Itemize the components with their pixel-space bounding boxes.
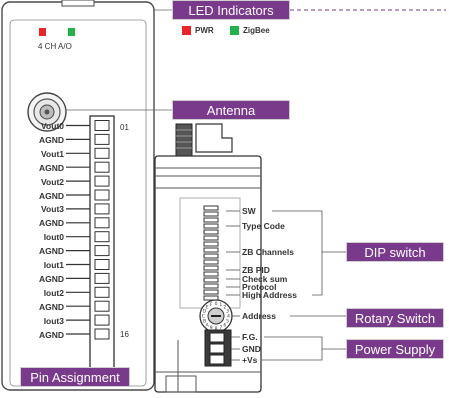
- legend-pwr-label: PWR: [195, 26, 214, 35]
- pin-label: Vout1: [41, 148, 64, 159]
- rotary-digit: 0: [215, 301, 218, 307]
- dip-switch-slot: [203, 295, 219, 301]
- pin-label: AGND: [38, 218, 64, 229]
- callout-dip-switch: DIP switch: [346, 242, 444, 262]
- rotary-digit: 8: [215, 326, 218, 332]
- dip-switch-slot: [203, 235, 219, 241]
- terminal-screw: [94, 203, 110, 215]
- callout-power-supply: Power Supply: [346, 339, 444, 359]
- dip-label-high-address: High Address: [242, 290, 297, 300]
- dip-label-protocol: Protocol: [242, 282, 277, 292]
- zigbee-led-icon: [68, 28, 75, 36]
- dip-label-zb-pid: ZB PID: [242, 265, 270, 275]
- dip-switch-slot: [203, 271, 219, 277]
- pin-label: AGND: [38, 273, 64, 284]
- pin-label: Vout2: [41, 176, 64, 187]
- callout-led-indicators: LED Indicators: [172, 0, 290, 20]
- pin-label: Iout0: [43, 232, 64, 243]
- terminal-screw: [94, 147, 110, 159]
- legend-zigbee-label: ZigBee: [243, 26, 270, 35]
- pin-label: AGND: [38, 190, 64, 201]
- dip-label-type-code: Type Code: [242, 221, 285, 231]
- terminal-screw: [94, 175, 110, 187]
- rotary-digit: 3: [226, 309, 229, 315]
- pin-label: Vout0: [41, 121, 64, 131]
- pin-label: AGND: [38, 246, 64, 257]
- dip-switch-slot: [203, 223, 219, 229]
- pin-last-label: 16: [120, 330, 129, 339]
- pin-label: AGND: [38, 301, 64, 312]
- rotary-digit: 5: [226, 318, 229, 324]
- dip-switch-slot: [203, 253, 219, 259]
- rotary-digit: 6: [223, 322, 226, 328]
- pin-first-label: 01: [120, 123, 129, 132]
- pin-label: AGND: [38, 329, 64, 340]
- terminal-screw: [94, 259, 110, 270]
- terminal-screw: [94, 314, 110, 326]
- rotary-digit: B: [203, 318, 206, 324]
- terminal-screw: [94, 217, 110, 229]
- rotary-digit: 7: [219, 325, 222, 331]
- power-label-fg: F.G.: [242, 332, 258, 342]
- rotary-digit: 4: [227, 314, 230, 320]
- power-label-vs: +Vs: [242, 355, 258, 365]
- terminal-screw: [94, 245, 110, 257]
- dip-switch-slot: [203, 229, 219, 235]
- dip-switch-slot: [203, 283, 219, 289]
- dip-switch-slot: [203, 211, 219, 217]
- pin-label: Vout3: [41, 204, 64, 215]
- terminal-screw: [94, 161, 110, 173]
- rotary-switch-icon: [199, 299, 233, 333]
- rotary-digit: C: [202, 314, 205, 320]
- pin-label: AGND: [38, 162, 64, 173]
- dip-switch-slot: [203, 205, 219, 211]
- pin-label: Iout2: [43, 287, 64, 298]
- rotary-digit: E: [206, 305, 209, 311]
- dip-switch-slot: [203, 259, 219, 265]
- callout-antenna: Antenna: [172, 100, 290, 120]
- pin-label: AGND: [38, 134, 64, 145]
- terminal-screw: [94, 133, 110, 145]
- terminal-screw: [94, 286, 110, 298]
- pin-label: Iout3: [43, 315, 64, 326]
- dip-switch-slot: [203, 247, 219, 253]
- rotary-digit: 2: [223, 305, 226, 311]
- pwr-led-icon: [39, 28, 46, 36]
- terminal-screw: [94, 189, 110, 201]
- callout-pin-assignment: Pin Assignment: [20, 367, 130, 387]
- terminal-screw: [94, 272, 110, 284]
- dip-switch-slot: [203, 265, 219, 271]
- callout-rotary-switch: Rotary Switch: [346, 308, 444, 328]
- dip-switch-slot: [203, 277, 219, 283]
- dip-switch-slot: [203, 217, 219, 223]
- power-label-gnd: GND: [242, 344, 261, 354]
- antenna-connector-icon: [27, 92, 67, 132]
- legend-zigbee-swatch: [230, 26, 239, 35]
- dip-switch-slot: [203, 289, 219, 295]
- dip-switch-slot: [203, 241, 219, 247]
- terminal-screw: [94, 300, 110, 312]
- legend-pwr-swatch: [182, 26, 191, 35]
- rotary-label-address: Address: [242, 311, 277, 321]
- dip-label-check-sum: Check sum: [242, 274, 288, 284]
- pin-label: Iout1: [43, 260, 64, 270]
- model-label: 4 CH A/O: [38, 42, 72, 51]
- rotary-digit: A: [206, 322, 210, 328]
- dip-label-zb-channels: ZB Channels: [242, 247, 294, 257]
- terminal-screw: [94, 328, 110, 340]
- rotary-digit: D: [203, 309, 207, 315]
- dip-label-sw: SW: [242, 206, 256, 216]
- rotary-digit: 9: [210, 325, 213, 331]
- rotary-digit: F: [210, 302, 213, 308]
- rotary-digit: 1: [219, 302, 222, 308]
- terminal-screw: [94, 231, 110, 243]
- terminal-screw: [94, 120, 110, 131]
